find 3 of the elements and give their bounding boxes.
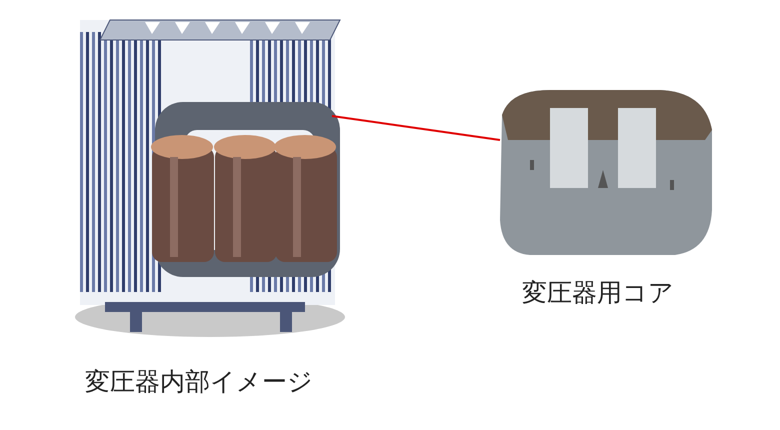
picture-caption: 変圧器用コア [522, 277, 674, 309]
leader-line [332, 115, 500, 141]
picture-caption: 変圧器内部イメージ [85, 366, 313, 398]
